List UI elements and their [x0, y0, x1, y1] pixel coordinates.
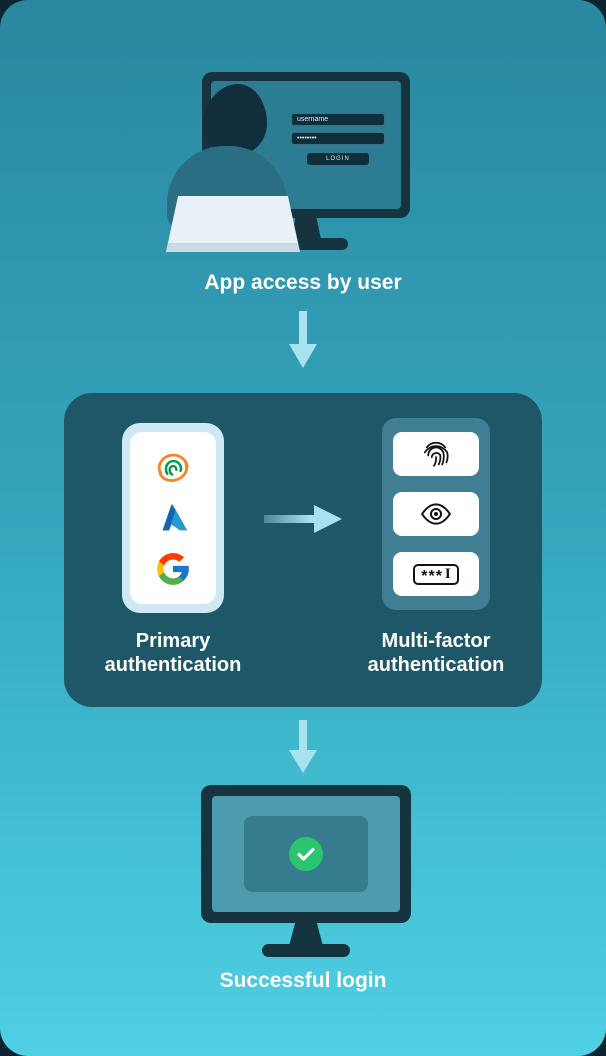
arrow-down-icon: [283, 720, 323, 774]
monitor-stand-neck: [289, 923, 323, 946]
mfa-label: Multi-factor authentication: [367, 630, 505, 676]
text-cursor-icon: I: [444, 565, 451, 582]
primary-auth-providers: [130, 432, 216, 604]
eye-icon: [420, 503, 452, 525]
google-icon: [157, 552, 189, 585]
password-stars: ***: [421, 567, 443, 585]
app-access-label: App access by user: [204, 271, 402, 294]
oneauth-fingerprint-icon: [157, 454, 189, 483]
user-head: [203, 84, 267, 156]
success-screen: [212, 796, 400, 912]
fingerprint-icon: [423, 441, 449, 467]
monitor-stand-base: [262, 944, 350, 957]
laptop: [166, 196, 300, 252]
password-field: ••••••••: [291, 132, 385, 145]
success-label: Successful login: [219, 969, 387, 992]
arrow-right-icon: [264, 499, 344, 539]
primary-auth-card: [122, 423, 224, 613]
arrow-down-icon: [283, 311, 323, 369]
mfa-eye-tile: [393, 492, 479, 536]
azure-icon: [162, 504, 188, 531]
login-button: LOGIN: [307, 153, 369, 165]
laptop-edge: [166, 243, 300, 252]
app-access-scene: username •••••••• LOGIN: [0, 0, 606, 300]
login-form: username •••••••• LOGIN: [291, 113, 385, 165]
check-icon: [289, 837, 323, 871]
mfa-password-tile: *** I: [393, 552, 479, 596]
primary-auth-label: Primary authentication: [104, 630, 242, 676]
success-monitor: [201, 785, 411, 923]
mfa-fingerprint-tile: [393, 432, 479, 476]
username-field: username: [291, 113, 385, 126]
mfa-methods-card: *** I: [382, 418, 490, 610]
success-dialog: [244, 816, 368, 892]
monitor-stand-neck: [291, 218, 321, 239]
password-field-icon: *** I: [413, 563, 459, 585]
authentication-panel: *** I Primary authentication Multi-facto…: [64, 393, 542, 707]
